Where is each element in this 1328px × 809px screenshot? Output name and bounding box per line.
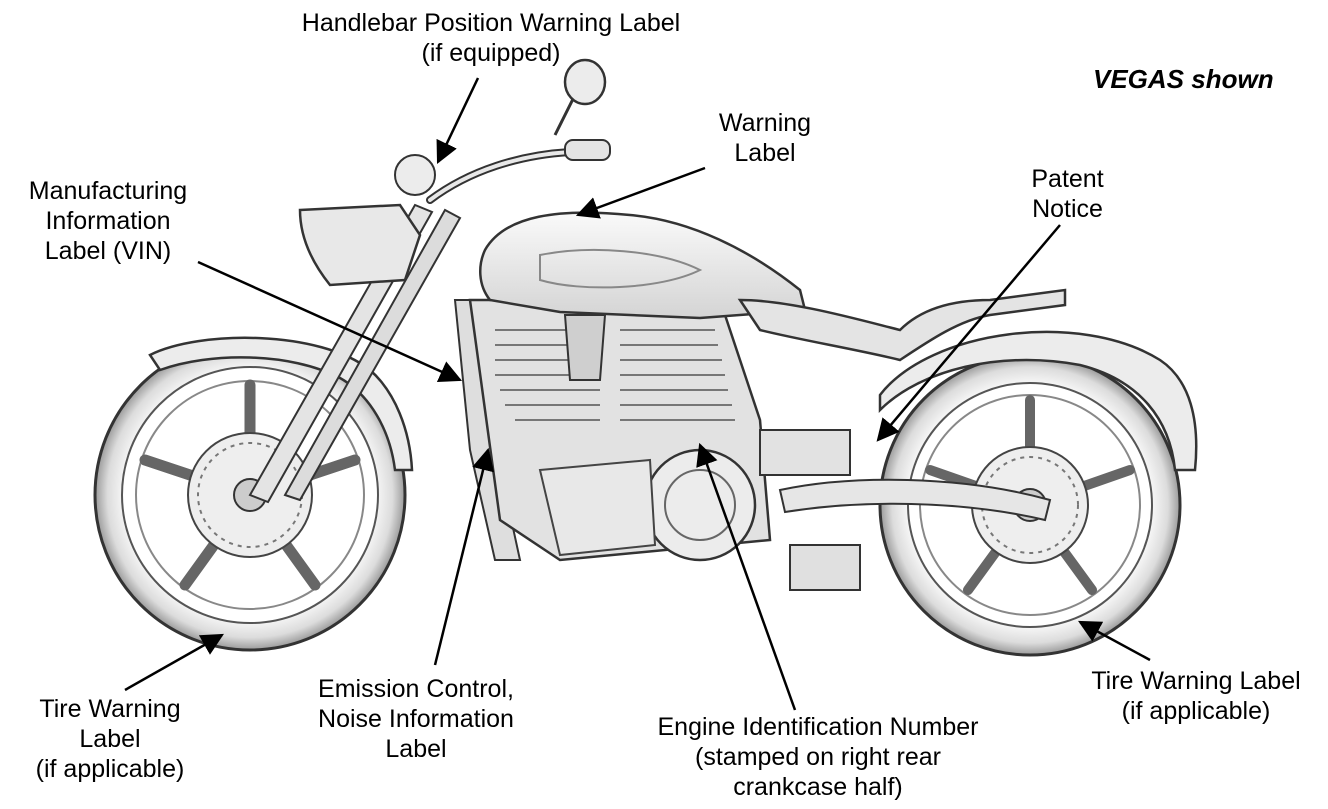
callout-warning-label: Warning Label	[700, 108, 830, 168]
callout-line: (if equipped)	[421, 39, 561, 67]
arrow-warning-label	[575, 166, 706, 219]
callout-line: Notice	[1032, 195, 1103, 223]
callout-line: Engine Identification Number	[657, 713, 979, 741]
callout-line: Tire Warning Label	[1091, 667, 1301, 695]
model-note: VEGAS shown	[1093, 64, 1274, 94]
handlebars	[394, 58, 611, 204]
arrow-patent	[876, 224, 1061, 442]
arrow-manufacturing	[197, 260, 463, 382]
callout-line: Label (VIN)	[44, 237, 172, 265]
callout-line: Patent	[1031, 165, 1104, 193]
headlight-nacelle	[298, 203, 422, 287]
arrow-emission	[433, 447, 495, 666]
callout-line: Handlebar Position Warning Label	[301, 9, 681, 37]
exhaust	[778, 478, 1052, 522]
callout-manufacturing-info: Manufacturing Information Label (VIN)	[8, 176, 208, 266]
callout-line: (stamped on right rear	[695, 743, 941, 771]
callout-line: crankcase half)	[733, 773, 903, 801]
callout-line: Manufacturing	[28, 177, 188, 205]
fuel-tank	[479, 211, 807, 320]
side-cover	[759, 429, 851, 476]
callout-tire-warning-front: Tire Warning Label (if applicable)	[10, 694, 210, 784]
seat	[737, 288, 1067, 362]
callout-line: (if applicable)	[1121, 697, 1271, 725]
callout-line: Label	[385, 735, 447, 763]
callout-line: Tire Warning	[39, 695, 181, 723]
arrow-tire-rear	[1078, 620, 1151, 662]
callout-line: Noise Information	[318, 705, 514, 733]
rear-fender	[878, 330, 1198, 472]
callout-emission-control: Emission Control, Noise Information Labe…	[296, 674, 536, 764]
callout-engine-id: Engine Identification Number (stamped on…	[622, 712, 1014, 802]
arrow-handlebar	[436, 77, 480, 165]
callout-tire-warning-rear: Tire Warning Label (if applicable)	[1068, 666, 1324, 726]
callout-line: Warning	[718, 109, 812, 137]
arrow-tire-front	[124, 633, 224, 692]
front-fender	[148, 336, 414, 472]
callout-line: Label	[734, 139, 796, 167]
callout-patent-notice: Patent Notice	[1010, 164, 1125, 224]
callout-handlebar-warning: Handlebar Position Warning Label (if equ…	[264, 8, 718, 68]
callout-line: Label	[79, 725, 141, 753]
arrow-engine	[696, 442, 797, 711]
engine	[468, 298, 772, 562]
callout-line: Information	[45, 207, 171, 235]
muffler-box	[789, 544, 861, 591]
callout-line: (if applicable)	[35, 755, 185, 783]
callout-line: Emission Control,	[318, 675, 514, 703]
